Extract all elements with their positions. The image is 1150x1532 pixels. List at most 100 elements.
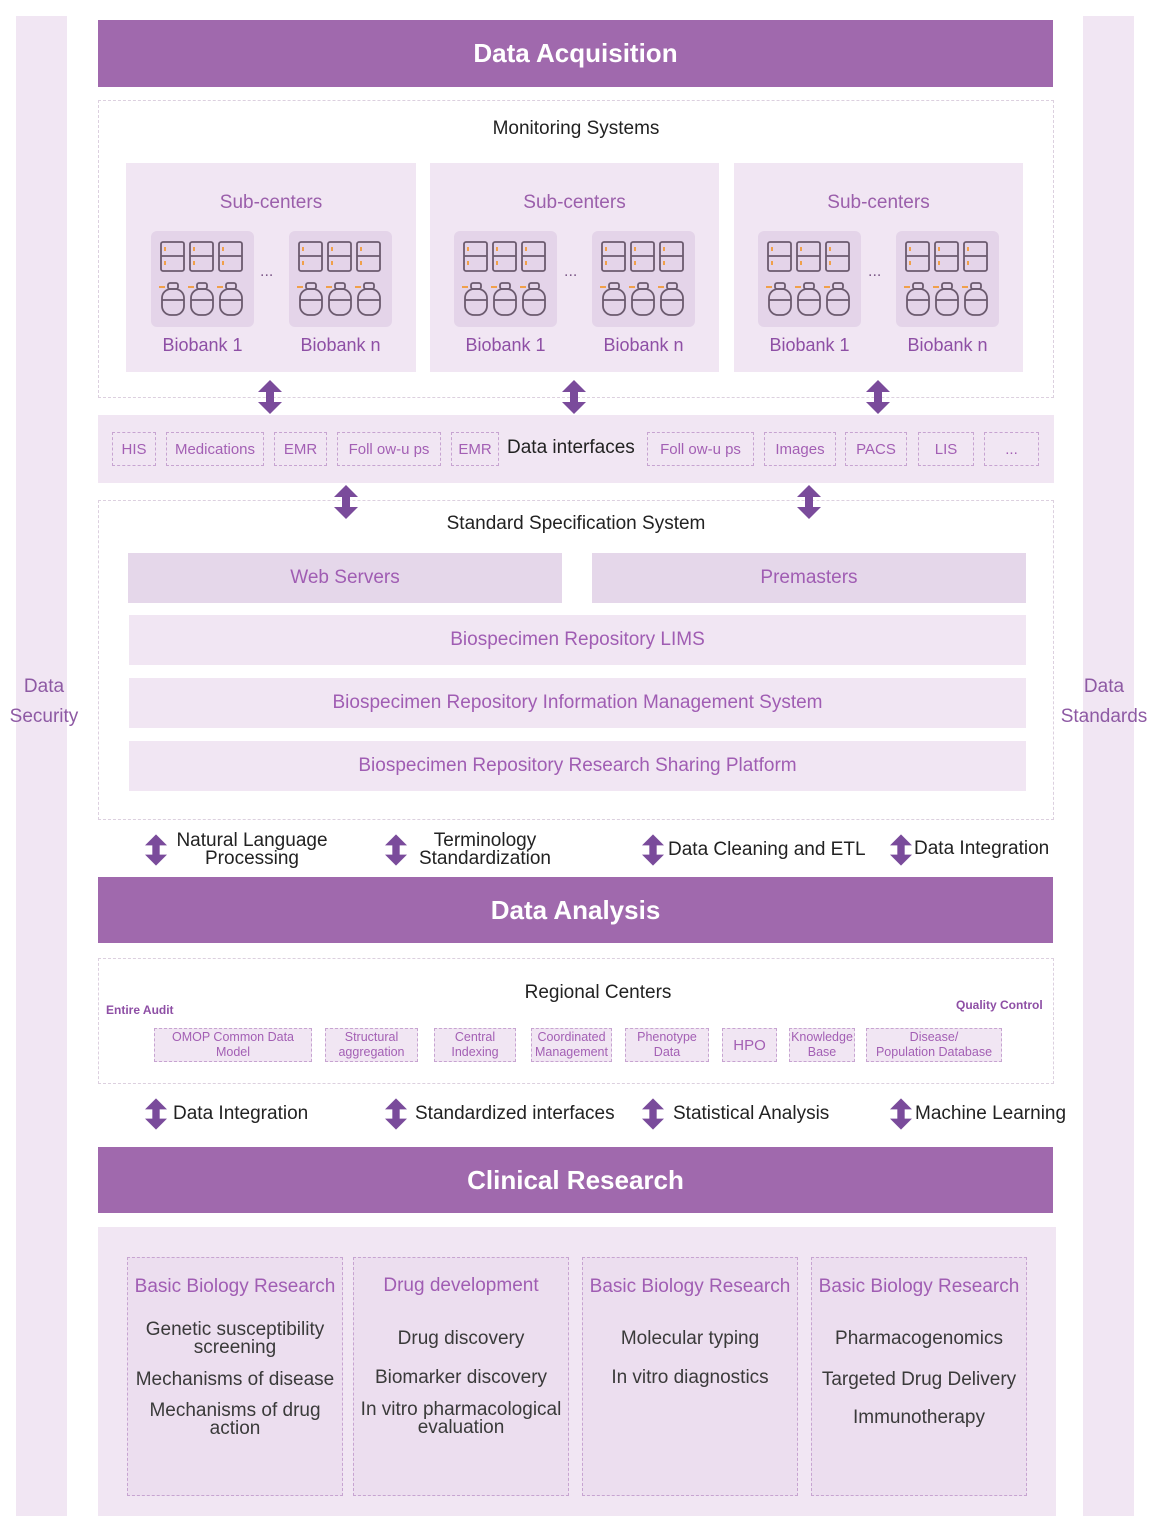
statistical-analysis-label: Statistical Analysis <box>673 1103 830 1124</box>
interface-tag: Foll ow-u ps <box>337 432 441 466</box>
research-card-title: Basic Biology Research <box>818 1276 1020 1297</box>
data-standards-label: Data Standards <box>1060 676 1148 727</box>
biobank-icon-box <box>758 231 861 327</box>
biobank-storage-icon <box>297 241 381 316</box>
regional-center-tag: Coordinated Management <box>531 1028 612 1062</box>
bidirectional-arrow-icon <box>334 485 358 519</box>
research-card-title: Basic Biology Research <box>134 1276 336 1297</box>
biobank-1-label: Biobank 1 <box>162 335 243 355</box>
subcenter-title: Sub-centers <box>219 192 323 213</box>
bidirectional-arrow-icon <box>562 380 586 414</box>
regional-center-tag: Central Indexing <box>434 1028 516 1062</box>
biobank-storage-icon <box>766 241 850 316</box>
subcenter-card: Sub-centers ... Biobank 1 Biobank n <box>126 163 416 372</box>
research-sharing-platform-box: Biospecimen Repository Research Sharing … <box>129 741 1026 791</box>
biobank-storage-icon <box>904 241 988 316</box>
bidirectional-arrow-icon <box>642 834 664 866</box>
interface-tag: Foll ow-u ps <box>647 432 754 466</box>
research-item: Targeted Drug Delivery <box>821 1369 1017 1390</box>
standardized-interfaces-label: Standardized interfaces <box>415 1103 615 1124</box>
interface-tag: Medications <box>166 432 264 466</box>
research-item: Genetic susceptibility screening <box>145 1319 325 1358</box>
quality-control-label: Quality Control <box>956 998 1043 1012</box>
research-item: Mechanisms of disease <box>135 1369 335 1390</box>
biobank-storage-icon <box>600 241 684 316</box>
bidirectional-arrow-icon <box>642 1098 664 1130</box>
regional-center-tag: Disease/ Population Database <box>866 1028 1002 1062</box>
bidirectional-arrow-icon <box>797 485 821 519</box>
flow-data-integration-label: Data Integration <box>173 1103 309 1124</box>
regional-centers-title: Regional Centers <box>524 982 672 1003</box>
bidirectional-arrow-icon <box>385 1098 407 1130</box>
ellipsis: ... <box>564 263 578 280</box>
data-acquisition-banner: Data Acquisition <box>98 20 1053 87</box>
premasters-box: Premasters <box>592 553 1026 603</box>
interface-tag: LIS <box>918 432 974 466</box>
biobank-n-label: Biobank n <box>907 335 988 355</box>
monitoring-systems-title: Monitoring Systems <box>492 118 660 139</box>
bidirectional-arrow-icon <box>258 380 282 414</box>
interface-tag: EMR <box>451 432 499 466</box>
data-security-bar <box>16 16 67 1516</box>
interface-tag: PACS <box>845 432 907 466</box>
research-item: Molecular typing <box>620 1328 760 1349</box>
bidirectional-arrow-icon <box>890 1098 912 1130</box>
subcenter-card: Sub-centers ... Biobank 1 Biobank n <box>430 163 719 372</box>
bidirectional-arrow-icon <box>890 834 912 866</box>
regional-center-tag: Phenotype Data <box>625 1028 709 1062</box>
biobank-icon-box <box>454 231 557 327</box>
regional-center-tag: Knowledge Base <box>789 1028 855 1062</box>
interface-tag: Images <box>764 432 836 466</box>
biobank-storage-icon <box>159 241 243 316</box>
research-item: Drug discovery <box>397 1328 525 1349</box>
research-item: In vitro diagnostics <box>611 1367 769 1388</box>
bidirectional-arrow-icon <box>145 1098 167 1130</box>
research-card: Basic Biology Research Pharmacogenomics … <box>811 1257 1027 1496</box>
biobank-icon-box <box>151 231 254 327</box>
regional-center-tag: HPO <box>722 1028 777 1062</box>
interface-tag: HIS <box>112 432 156 466</box>
research-card: Drug development Drug discovery Biomarke… <box>353 1257 569 1496</box>
research-card: Basic Biology Research Molecular typing … <box>582 1257 798 1496</box>
data-integration-label: Data Integration <box>914 838 1050 859</box>
research-item: Mechanisms of drug action <box>149 1400 321 1439</box>
data-security-label: Data Security <box>9 676 79 727</box>
biobank-icon-box <box>896 231 999 327</box>
biobank-n-label: Biobank n <box>603 335 684 355</box>
subcenter-card: Sub-centers ... Biobank 1 Biobank n <box>734 163 1023 372</box>
data-analysis-banner: Data Analysis <box>98 877 1053 943</box>
terminology-label: Terminology Standardization <box>418 830 552 869</box>
biobank-n-label: Biobank n <box>300 335 381 355</box>
subcenter-title: Sub-centers <box>523 192 626 213</box>
etl-label: Data Cleaning and ETL <box>668 839 866 860</box>
research-item: Pharmacogenomics <box>835 1328 1003 1349</box>
regional-center-tag: OMOP Common Data Model <box>154 1028 312 1062</box>
research-item: Biomarker discovery <box>374 1367 548 1388</box>
biobank-1-label: Biobank 1 <box>769 335 850 355</box>
entire-audit-label: Entire Audit <box>106 1003 174 1017</box>
research-card-title: Basic Biology Research <box>589 1276 791 1297</box>
biobank-icon-box <box>289 231 392 327</box>
ellipsis: ... <box>260 263 274 280</box>
biobank-storage-icon <box>462 241 546 316</box>
data-interfaces-label: Data interfaces <box>507 437 635 458</box>
machine-learning-label: Machine Learning <box>915 1103 1067 1124</box>
bidirectional-arrow-icon <box>385 834 407 866</box>
information-management-system-box: Biospecimen Repository Information Manag… <box>129 678 1026 728</box>
data-interfaces-strip <box>98 415 1054 483</box>
research-item: Immunotherapy <box>852 1407 985 1428</box>
standard-specification-title: Standard Specification System <box>446 513 706 534</box>
nlp-label: Natural Language Processing <box>176 830 328 869</box>
bidirectional-arrow-icon <box>145 834 167 866</box>
interface-tag: ... <box>984 432 1039 466</box>
biobank-1-label: Biobank 1 <box>465 335 546 355</box>
research-item: In vitro pharmacological evaluation <box>360 1399 562 1438</box>
bidirectional-arrow-icon <box>866 380 890 414</box>
ellipsis: ... <box>868 263 882 280</box>
regional-center-tag: Structural aggregation <box>325 1028 418 1062</box>
biobank-icon-box <box>592 231 695 327</box>
data-standards-bar <box>1083 16 1134 1516</box>
web-servers-box: Web Servers <box>128 553 562 603</box>
clinical-research-banner: Clinical Research <box>98 1147 1053 1213</box>
research-card: Basic Biology Research Genetic susceptib… <box>127 1257 343 1496</box>
